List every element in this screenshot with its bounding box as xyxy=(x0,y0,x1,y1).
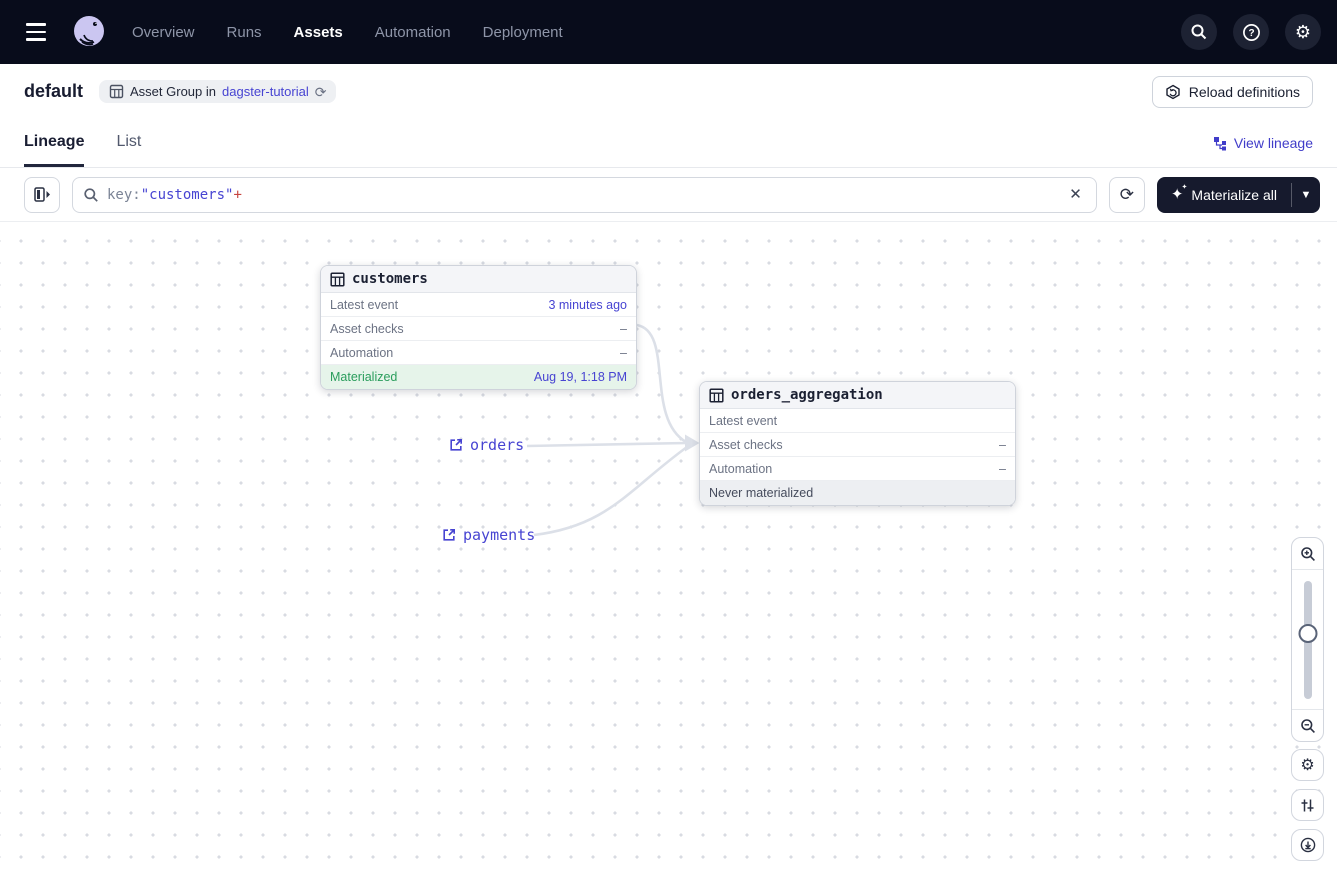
recenter-icon[interactable] xyxy=(1291,829,1324,861)
page-header: default Asset Group in dagster-tutorial … xyxy=(0,64,1337,119)
zoom-control-panel xyxy=(1291,537,1324,742)
view-lineage-label: View lineage xyxy=(1233,135,1313,151)
tab-lineage[interactable]: Lineage xyxy=(24,119,85,167)
dagster-logo[interactable] xyxy=(70,13,108,51)
asset-row-latest-event: Latest event 3 minutes ago xyxy=(321,293,636,317)
sparkle-icon: ✦✦ xyxy=(1170,184,1188,203)
asset-row-automation: Automation – xyxy=(321,341,636,365)
lineage-edges xyxy=(526,323,700,537)
reload-definitions-icon xyxy=(1165,84,1181,100)
external-asset-payments[interactable]: payments xyxy=(442,526,535,544)
search-icon xyxy=(83,187,99,203)
svg-text:?: ? xyxy=(1248,28,1254,39)
code-location-link[interactable]: dagster-tutorial xyxy=(222,84,309,99)
table-icon xyxy=(330,271,345,287)
help-icon[interactable]: ? xyxy=(1233,14,1269,50)
page-title: default xyxy=(24,81,84,101)
nav-item-assets[interactable]: Assets xyxy=(293,23,343,41)
materialize-split-button: ✦✦ Materialize all ▼ xyxy=(1156,176,1320,213)
zoom-slider[interactable] xyxy=(1292,570,1323,709)
asset-name: orders_aggregation xyxy=(731,387,883,403)
view-lineage-link[interactable]: View lineage xyxy=(1213,119,1313,167)
graph-settings-icon[interactable]: ⚙ xyxy=(1291,749,1324,781)
reload-definitions-label: Reload definitions xyxy=(1188,83,1300,100)
nav-links: Overview Runs Assets Automation Deployme… xyxy=(132,24,563,41)
reload-definitions-button[interactable]: Reload definitions xyxy=(1151,75,1313,108)
menu-icon[interactable] xyxy=(18,14,54,50)
zoom-in-icon[interactable] xyxy=(1292,538,1323,570)
refresh-icon[interactable]: ⟳ xyxy=(314,83,327,100)
edge-arrowhead xyxy=(685,434,700,452)
table-icon xyxy=(709,387,724,403)
asset-row-asset-checks: Asset checks – xyxy=(321,317,636,341)
asset-node-header: orders_aggregation xyxy=(700,382,1015,409)
lineage-toolbar: key:"customers"+ ✕ ⟳ ✦✦ Materialize all … xyxy=(0,168,1337,222)
asset-name: customers xyxy=(352,271,428,287)
search-icon[interactable] xyxy=(1181,14,1217,50)
nav-item-runs[interactable]: Runs xyxy=(226,23,262,41)
materialize-all-button[interactable]: ✦✦ Materialize all xyxy=(1157,177,1291,213)
materialize-options-caret[interactable]: ▼ xyxy=(1292,177,1320,213)
search-query-text[interactable]: key:"customers"+ xyxy=(107,186,242,203)
status-badge: Never materialized xyxy=(709,486,814,500)
graph-filters-icon[interactable] xyxy=(1291,789,1324,821)
asset-status-row: Never materialized xyxy=(700,481,1015,505)
button-divider xyxy=(1291,182,1292,207)
external-asset-label: orders xyxy=(470,436,525,454)
asset-search-input[interactable]: key:"customers"+ ✕ xyxy=(72,176,1097,213)
tabs-row: Lineage List View lineage xyxy=(0,119,1337,168)
external-asset-orders[interactable]: orders xyxy=(449,436,524,454)
zoom-slider-thumb[interactable] xyxy=(1298,624,1317,643)
asset-node-customers[interactable]: customers Latest event 3 minutes ago Ass… xyxy=(320,265,637,390)
lineage-canvas[interactable]: customers Latest event 3 minutes ago Ass… xyxy=(0,222,1337,873)
nav-item-overview[interactable]: Overview xyxy=(132,23,195,41)
materialize-all-label: Materialize all xyxy=(1191,186,1277,203)
asset-status-row: Materialized Aug 19, 1:18 PM xyxy=(321,365,636,389)
external-asset-label: payments xyxy=(463,526,536,544)
settings-icon[interactable]: ⚙ xyxy=(1285,14,1321,50)
panel-toggle-icon[interactable] xyxy=(24,176,60,213)
asset-row-asset-checks: Asset checks – xyxy=(700,433,1015,457)
asset-row-automation: Automation – xyxy=(700,457,1015,481)
asset-node-header: customers xyxy=(321,266,636,293)
materialization-timestamp-link[interactable]: Aug 19, 1:18 PM xyxy=(533,370,627,384)
asset-node-orders-aggregation[interactable]: orders_aggregation Latest event Asset ch… xyxy=(699,381,1016,506)
nav-item-automation[interactable]: Automation xyxy=(374,23,451,41)
asset-group-badge: Asset Group in dagster-tutorial ⟳ xyxy=(99,80,337,103)
refresh-icon[interactable]: ⟳ xyxy=(1108,176,1145,213)
tab-list[interactable]: List xyxy=(116,132,142,150)
view-lineage-icon xyxy=(1213,136,1228,151)
top-nav: Overview Runs Assets Automation Deployme… xyxy=(0,0,1337,64)
nav-item-deployment[interactable]: Deployment xyxy=(482,23,563,41)
external-link-icon xyxy=(449,438,463,452)
asset-row-latest-event: Latest event xyxy=(700,409,1015,433)
status-badge: Materialized xyxy=(330,370,398,384)
zoom-out-icon[interactable] xyxy=(1292,709,1323,741)
latest-event-link[interactable]: 3 minutes ago xyxy=(548,297,627,312)
external-link-icon xyxy=(442,528,456,542)
asset-group-icon xyxy=(109,84,124,99)
asset-group-badge-label: Asset Group in xyxy=(130,84,217,99)
clear-icon[interactable]: ✕ xyxy=(1065,183,1086,206)
